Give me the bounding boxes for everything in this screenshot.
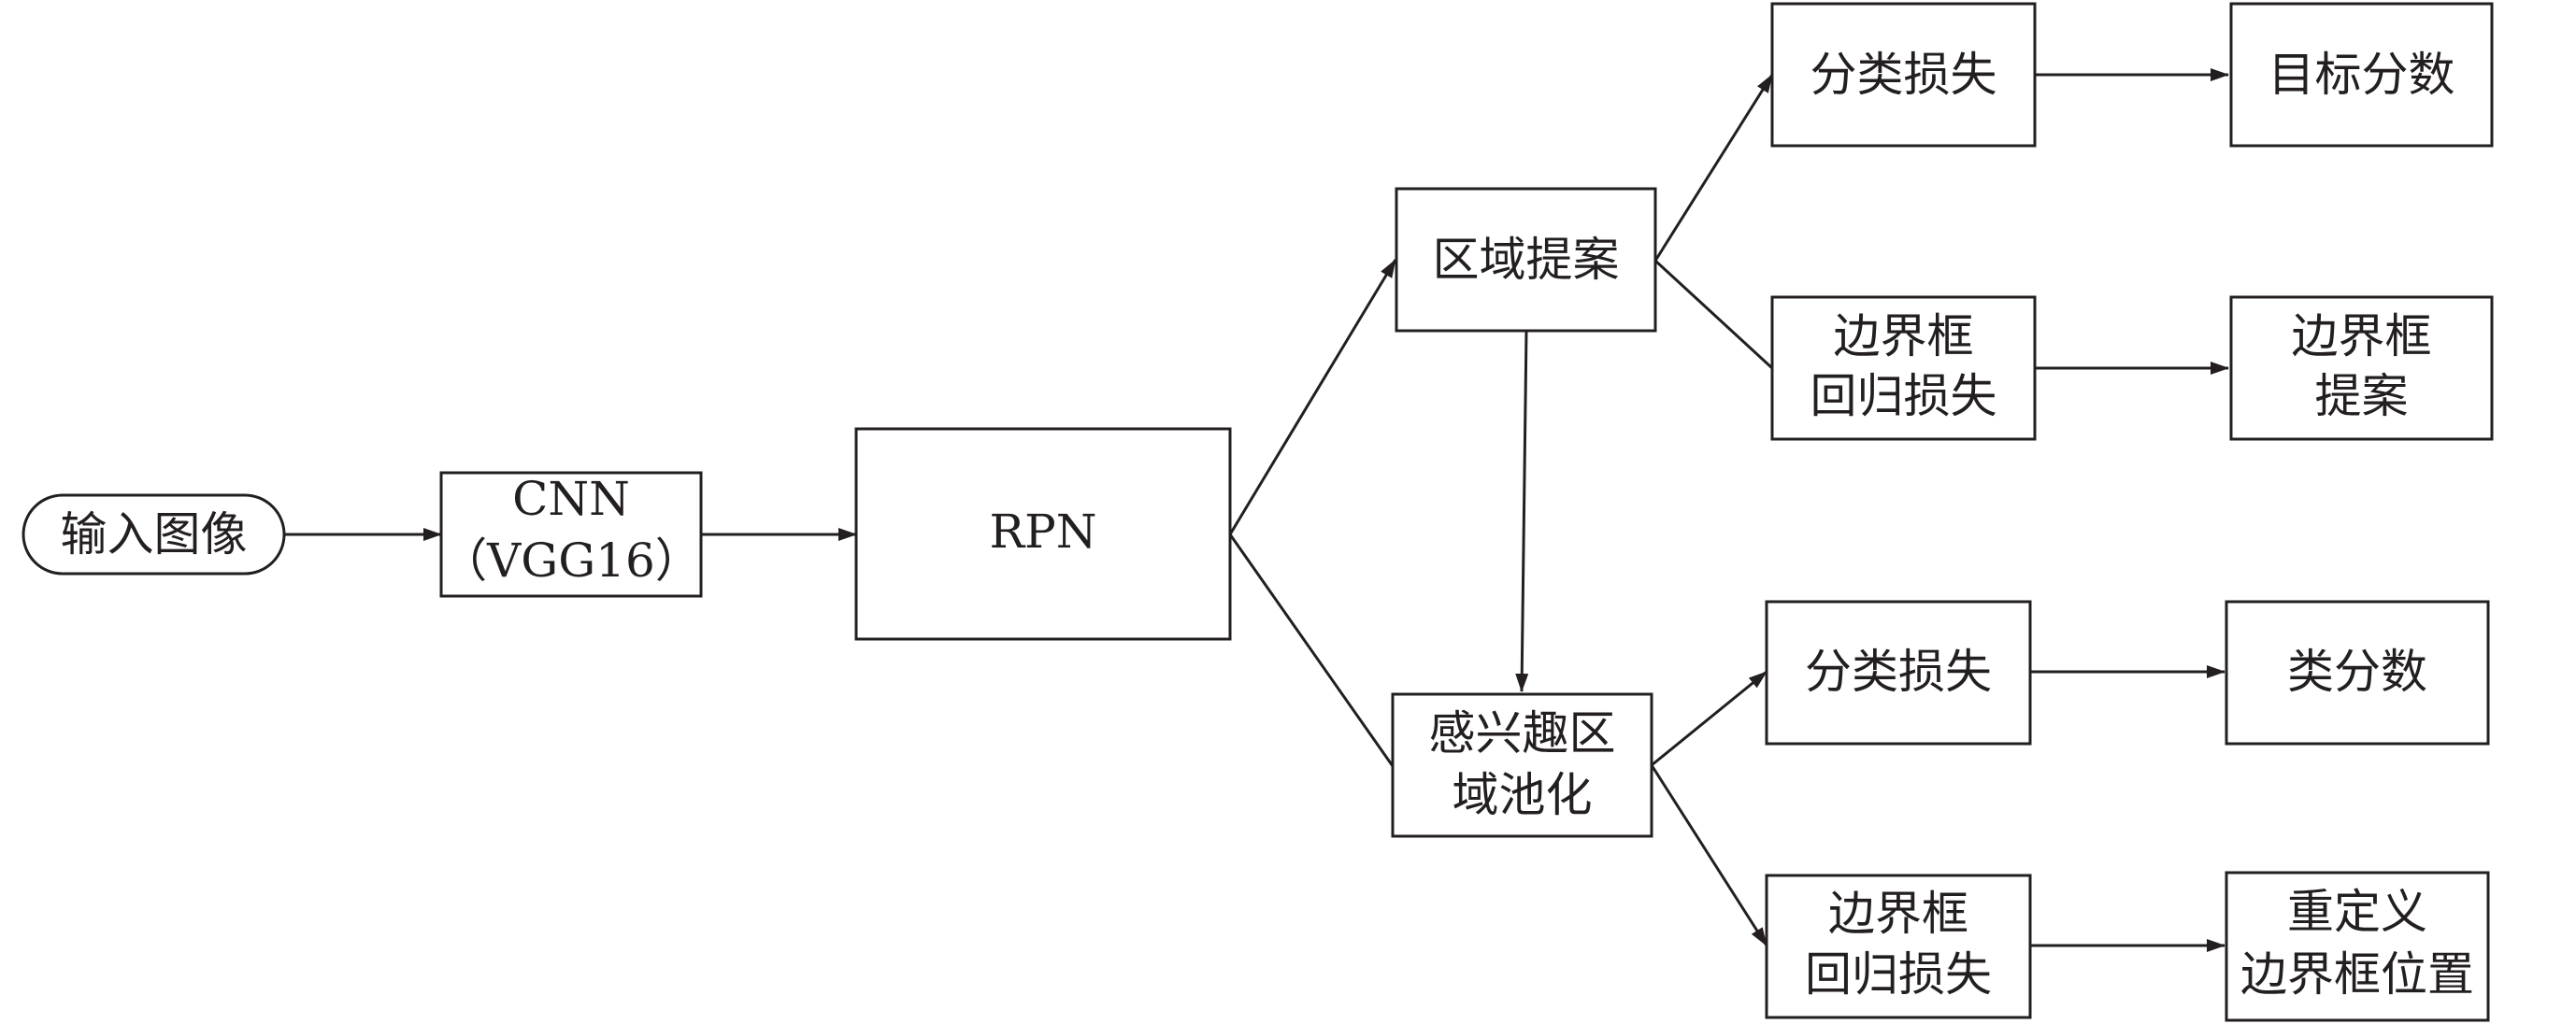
node-region-proposal: 区域提案 bbox=[1395, 187, 1657, 333]
edge-region-proposal-to-bbox-loss-top bbox=[1653, 259, 1774, 370]
node-input-image: 输入图像 bbox=[21, 493, 286, 576]
node-roi-pooling: 感兴趣区 域池化 bbox=[1391, 692, 1653, 838]
node-class-score-label: 类分数 bbox=[2287, 645, 2427, 699]
edge-roi-pooling-to-bbox-loss-bottom bbox=[1650, 764, 1768, 946]
node-cls-loss-bottom: 分类损失 bbox=[1765, 600, 2032, 746]
node-cnn-label-line1: CNN bbox=[512, 472, 630, 526]
node-bbox-proposal: 边界框 提案 bbox=[2229, 295, 2494, 441]
node-rpn-label: RPN bbox=[989, 505, 1096, 559]
node-refined-bbox-label-line1: 重定义 bbox=[2287, 885, 2427, 939]
edge-region-proposal-to-roi-pooling bbox=[1515, 330, 1529, 692]
node-roi-pooling-label-line1: 感兴趣区 bbox=[1429, 706, 1616, 761]
node-cnn: CNN （VGG16） bbox=[439, 471, 703, 598]
node-region-proposal-label: 区域提案 bbox=[1433, 233, 1620, 287]
node-bbox-reg-loss-bottom: 边界框 回归损失 bbox=[1765, 874, 2032, 1019]
node-cls-loss-bottom-label: 分类损失 bbox=[1805, 645, 1992, 699]
connectors bbox=[284, 68, 2229, 952]
edge-rpn-to-roi-pooling bbox=[1228, 533, 1395, 767]
node-bbox-reg-loss-bottom-label-line1: 边界框 bbox=[1828, 887, 1968, 941]
node-objectness-score: 目标分数 bbox=[2229, 2, 2494, 148]
node-bbox-reg-loss-bottom-label-line2: 回归损失 bbox=[1805, 947, 1992, 1002]
node-objectness-score-label: 目标分数 bbox=[2268, 48, 2455, 102]
node-rpn: RPN bbox=[854, 427, 1232, 641]
node-roi-pooling-label-line2: 域池化 bbox=[1453, 768, 1593, 822]
node-bbox-reg-loss-top-label-line2: 回归损失 bbox=[1810, 369, 1997, 423]
node-input-image-label: 输入图像 bbox=[61, 507, 248, 562]
node-class-score: 类分数 bbox=[2225, 600, 2490, 746]
node-bbox-proposal-label-line2: 提案 bbox=[2315, 369, 2409, 423]
node-cnn-label-line2: （VGG16） bbox=[440, 533, 702, 588]
node-refined-bbox: 重定义 边界框位置 bbox=[2225, 871, 2490, 1022]
node-bbox-reg-loss-top-label-line1: 边界框 bbox=[1834, 309, 1974, 363]
node-cls-loss-top-label: 分类损失 bbox=[1810, 48, 1997, 102]
edge-rpn-to-region-proposal bbox=[1228, 259, 1397, 535]
node-bbox-reg-loss-top: 边界框 回归损失 bbox=[1770, 295, 2037, 441]
node-bbox-proposal-label-line1: 边界框 bbox=[2292, 309, 2432, 363]
edge-roi-pooling-to-cls-loss-bottom bbox=[1651, 670, 1767, 767]
node-cls-loss-top: 分类损失 bbox=[1770, 2, 2037, 148]
edge-region-proposal-to-cls-loss-top bbox=[1653, 74, 1774, 262]
node-refined-bbox-label-line2: 边界框位置 bbox=[2240, 947, 2474, 1002]
